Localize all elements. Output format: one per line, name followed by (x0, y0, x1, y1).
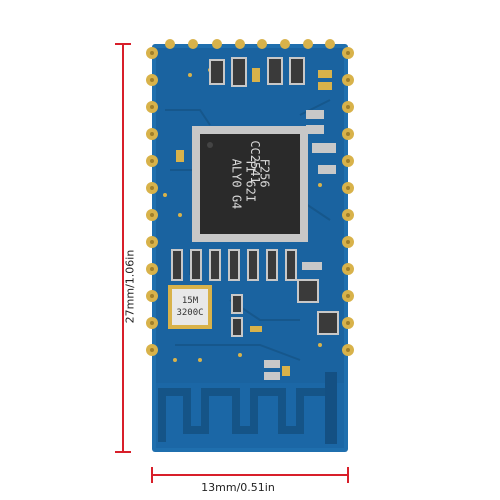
crystal-oscillator (168, 285, 212, 329)
width-dimension-label: 13mm/0.51in (201, 481, 275, 494)
chip-marking-line-3: TI 62I (242, 158, 257, 203)
smd-components-top (176, 57, 336, 174)
top-castellated-pads (165, 39, 335, 49)
chip-marking-line-1: CC2541 (248, 140, 262, 183)
chip-marking-line-2: F256 (256, 158, 271, 188)
smd-components-bottom (231, 279, 339, 380)
crystal-marking-line-2: 3200C (176, 308, 203, 318)
cc2541-chip (192, 126, 308, 242)
vertical-dimension-line (115, 43, 131, 453)
pad-holes (150, 51, 350, 352)
chip-marking-line-4: ALY0 G4 (228, 158, 243, 210)
horizontal-dimension-line (151, 467, 349, 483)
chip-marking: F256 TI 62I ALY0 G4 (200, 134, 300, 234)
resistor-row (171, 249, 322, 281)
crystal-marking-line-1: 15M (182, 296, 199, 306)
height-dimension-label: 27mm/1.06in (123, 249, 137, 324)
